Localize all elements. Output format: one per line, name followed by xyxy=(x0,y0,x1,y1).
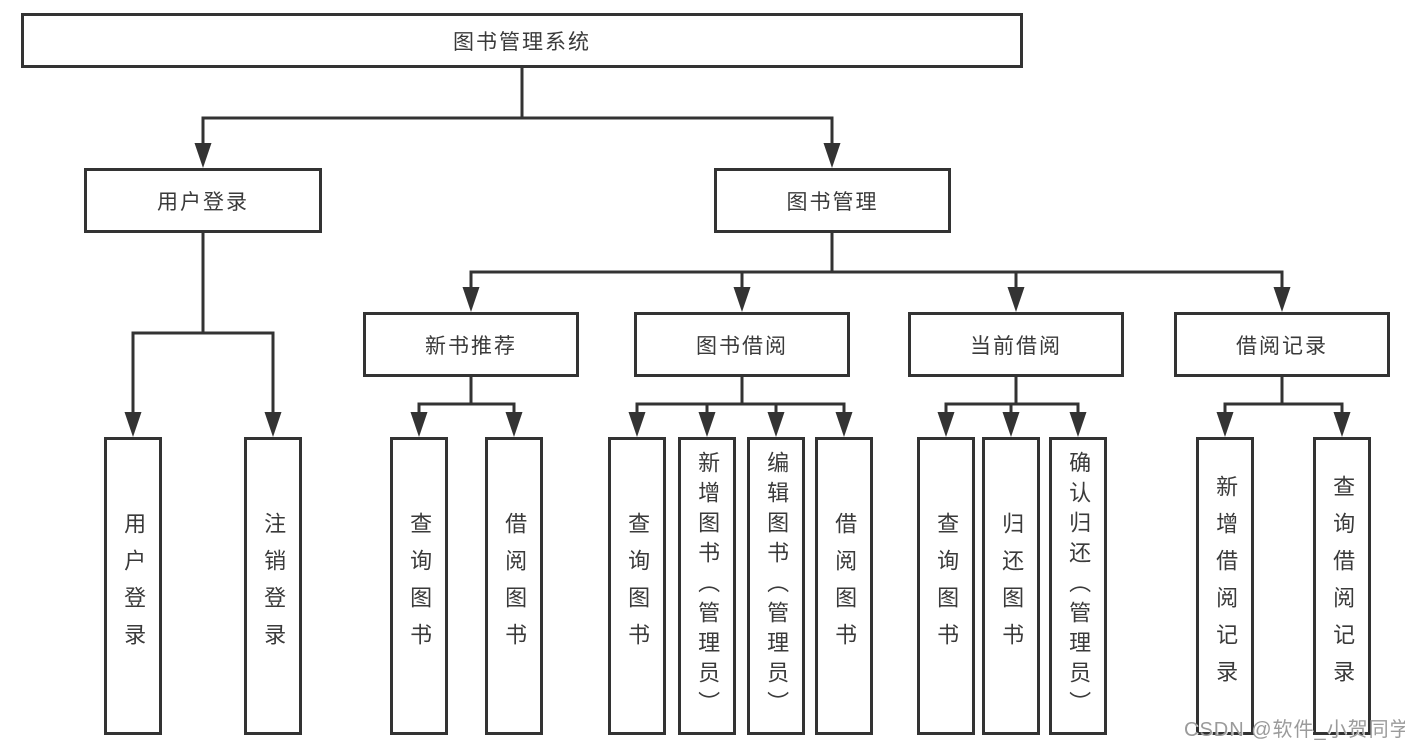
arrowheads xyxy=(124,143,1351,437)
node-user-login-label: 用户登录 xyxy=(157,190,249,214)
leaf-query-borrow-record-label: 查询借阅记录 xyxy=(1330,475,1356,697)
leaf-query-books-2-label: 查询图书 xyxy=(625,512,651,660)
leaf-borrow-books-1: 借阅图书 xyxy=(485,437,543,735)
leaf-add-borrow-record-label: 新增借阅记录 xyxy=(1213,475,1239,697)
leaf-borrow-books-2-label: 借阅图书 xyxy=(832,512,858,660)
leaf-edit-book-admin-label: 编辑图书（管理员） xyxy=(764,451,790,721)
leaf-query-borrow-record: 查询借阅记录 xyxy=(1313,437,1371,735)
node-book-management: 图书管理 xyxy=(714,168,951,233)
node-root-label: 图书管理系统 xyxy=(453,30,591,54)
leaf-query-books-3: 查询图书 xyxy=(917,437,975,735)
leaf-query-books-3-label: 查询图书 xyxy=(934,512,960,660)
csdn-watermark: CSDN @软件_小贺同学 xyxy=(1184,719,1405,741)
leaf-query-books-1-label: 查询图书 xyxy=(407,512,433,660)
leaf-borrow-books-1-label: 借阅图书 xyxy=(502,512,528,660)
node-borrowing-records-label: 借阅记录 xyxy=(1236,334,1328,358)
leaf-confirm-return-admin-label: 确认归还（管理员） xyxy=(1066,451,1092,721)
node-current-borrowing: 当前借阅 xyxy=(908,312,1124,377)
leaf-return-book: 归还图书 xyxy=(982,437,1040,735)
leaf-return-book-label: 归还图书 xyxy=(999,512,1025,660)
leaf-query-books-1: 查询图书 xyxy=(390,437,448,735)
leaf-edit-book-admin: 编辑图书（管理员） xyxy=(747,437,805,735)
node-book-borrowing: 图书借阅 xyxy=(634,312,850,377)
node-new-book-recommend: 新书推荐 xyxy=(363,312,579,377)
node-user-login: 用户登录 xyxy=(84,168,322,233)
leaf-borrow-books-2: 借阅图书 xyxy=(815,437,873,735)
leaf-add-book-admin: 新增图书（管理员） xyxy=(678,437,736,735)
leaf-user-login: 用户登录 xyxy=(104,437,162,735)
leaf-add-book-admin-label: 新增图书（管理员） xyxy=(695,451,721,721)
leaf-user-login-label: 用户登录 xyxy=(121,512,147,660)
leaf-confirm-return-admin: 确认归还（管理员） xyxy=(1049,437,1107,735)
leaf-logout-label: 注销登录 xyxy=(261,512,287,660)
node-book-management-label: 图书管理 xyxy=(786,190,879,214)
node-borrowing-records: 借阅记录 xyxy=(1174,312,1390,377)
leaf-add-borrow-record: 新增借阅记录 xyxy=(1196,437,1254,735)
node-root: 图书管理系统 xyxy=(21,13,1023,68)
leaf-logout: 注销登录 xyxy=(244,437,302,735)
node-book-borrowing-label: 图书借阅 xyxy=(696,334,788,358)
leaf-query-books-2: 查询图书 xyxy=(608,437,666,735)
node-new-book-recommend-label: 新书推荐 xyxy=(425,334,517,358)
node-current-borrowing-label: 当前借阅 xyxy=(970,334,1062,358)
